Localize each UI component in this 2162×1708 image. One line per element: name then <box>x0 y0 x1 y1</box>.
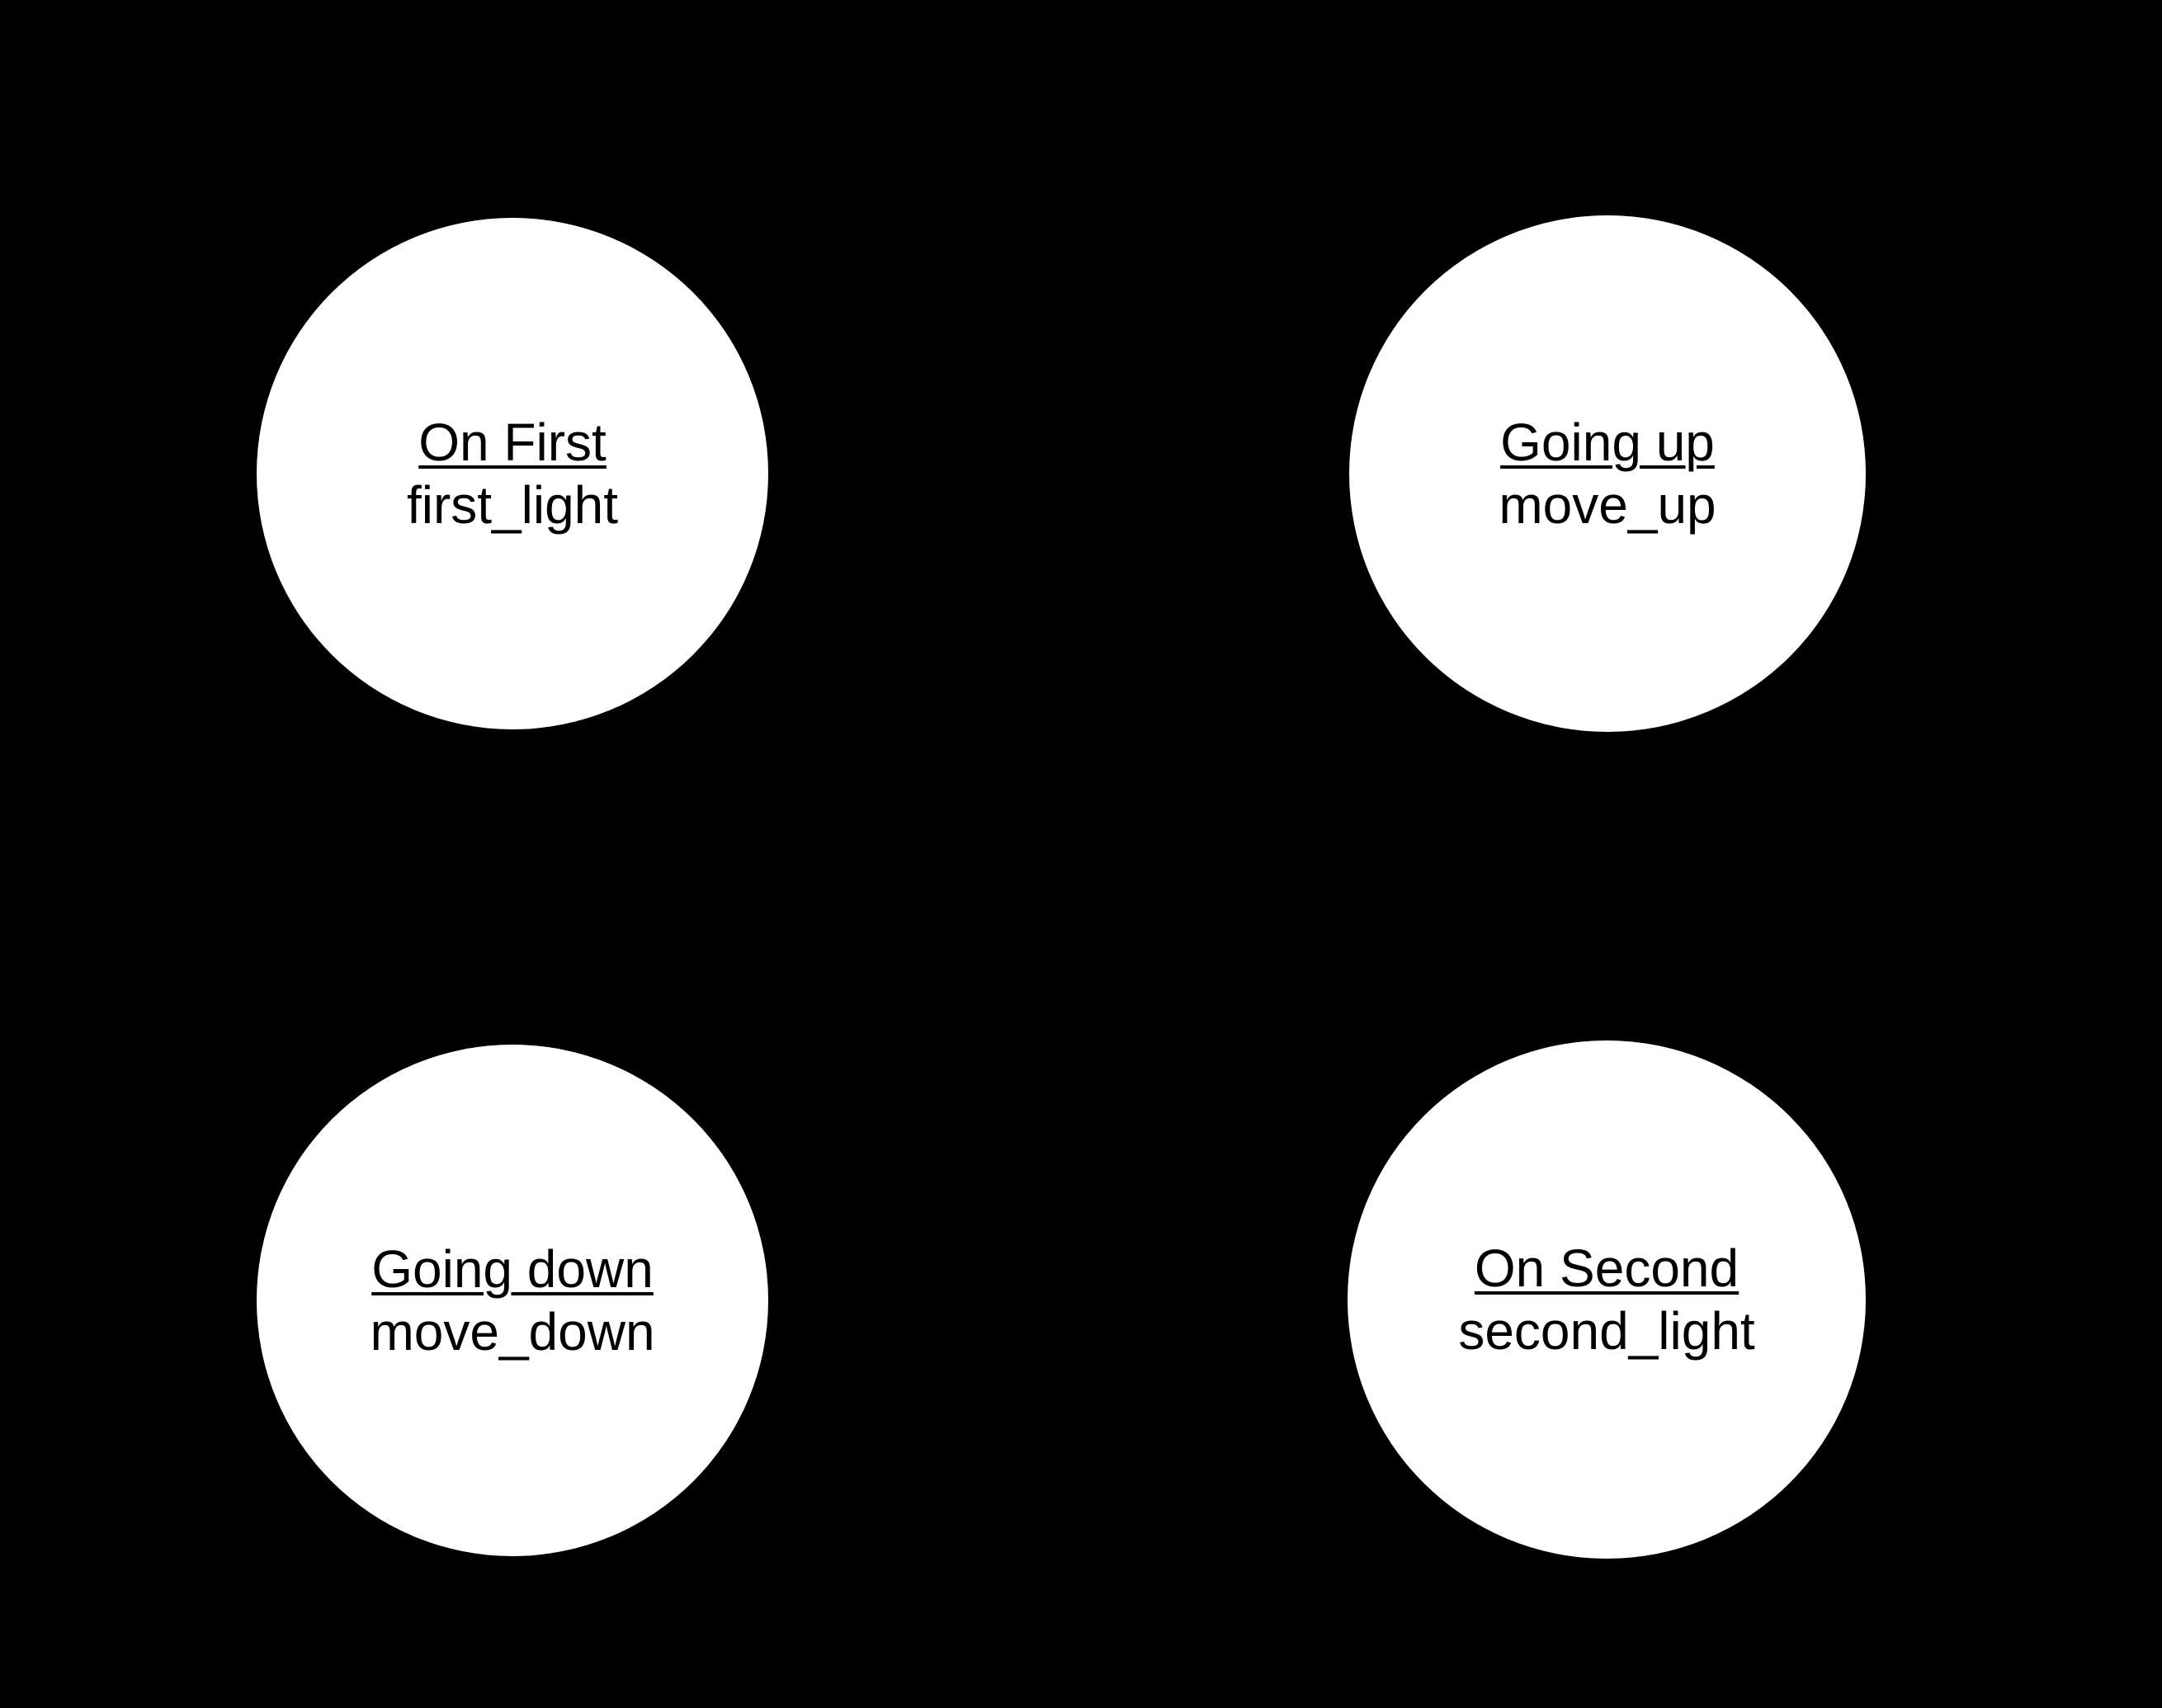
state-node-title: Going up <box>1500 413 1715 472</box>
state-node-title: On Second <box>1474 1239 1740 1298</box>
state-node-on-first[interactable]: On First first_light <box>257 218 768 729</box>
state-node-on-second[interactable]: On Second second_light <box>1348 1040 1866 1559</box>
state-node-title: Going down <box>371 1239 654 1299</box>
state-node-title: On First <box>418 413 607 472</box>
state-node-going-down[interactable]: Going down move_down <box>257 1045 768 1556</box>
state-node-subtitle: first_light <box>406 475 619 535</box>
state-node-subtitle: second_light <box>1458 1301 1755 1361</box>
state-node-going-up[interactable]: Going up move_up <box>1349 215 1866 732</box>
state-node-subtitle: move_up <box>1499 475 1716 535</box>
state-node-subtitle: move_down <box>370 1302 655 1361</box>
